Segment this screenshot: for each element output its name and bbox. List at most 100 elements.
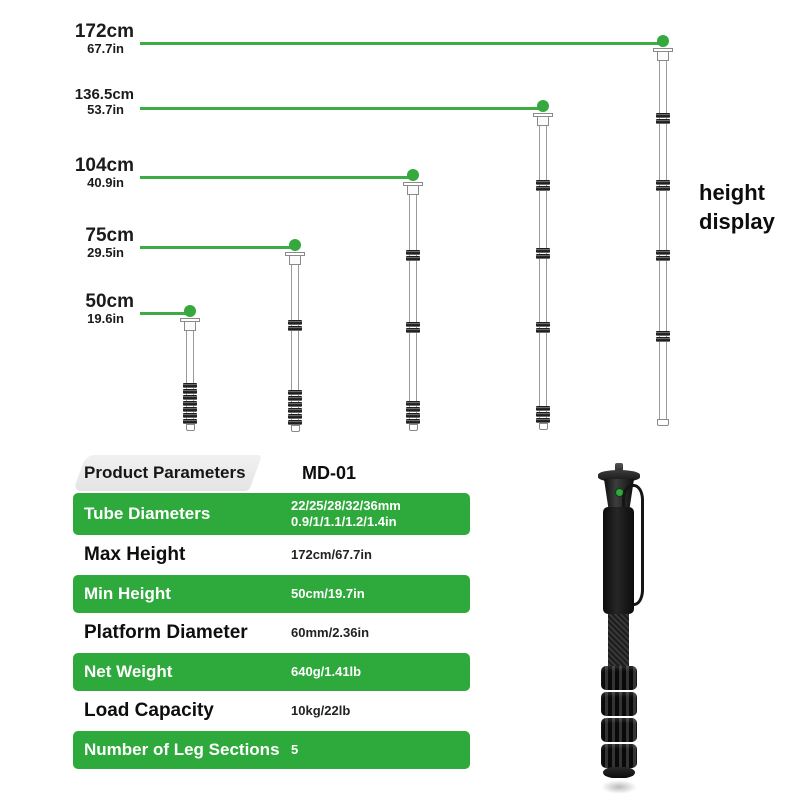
row-label: Load Capacity: [84, 700, 214, 721]
row-value: 5: [291, 742, 299, 757]
row-label: Max Height: [84, 544, 186, 565]
height-cm-label: 136.5cm: [74, 86, 134, 103]
twist-lock-ring: [536, 322, 550, 327]
height-line-dot: [657, 35, 669, 47]
twist-lock-ring: [288, 402, 302, 407]
twist-lock-ring: [406, 328, 420, 333]
monopod-foot: [657, 419, 669, 426]
height-inch-label: 67.7in: [87, 41, 124, 56]
row-label: Min Height: [84, 584, 171, 603]
twist-lock-ring: [183, 407, 197, 412]
height-line-dot: [184, 305, 196, 317]
row-value: 640g/1.41lb: [291, 664, 362, 679]
monopod-foot: [290, 425, 300, 432]
lock-knob: [601, 718, 637, 742]
height-guide-line: [140, 246, 295, 249]
twist-lock-ring: [406, 413, 420, 418]
height-inch-label: 53.7in: [87, 102, 124, 117]
monopod-neck: [657, 51, 669, 61]
twist-lock-ring: [656, 256, 670, 261]
carbon-tube: [608, 614, 629, 668]
row-label: Platform Diameter: [84, 622, 248, 643]
height-cm-label: 172cm: [74, 21, 134, 42]
lock-knob: [601, 692, 637, 716]
height-guide-line: [140, 107, 543, 110]
mount-screw: [615, 463, 623, 472]
twist-lock-ring: [288, 414, 302, 419]
twist-lock-ring: [536, 254, 550, 259]
monopod-tube: [409, 194, 417, 429]
twist-lock-ring: [183, 419, 197, 424]
twist-lock-ring: [406, 256, 420, 261]
twist-lock-ring: [288, 326, 302, 331]
twist-lock-ring: [406, 419, 420, 424]
floor-reflection: [601, 780, 637, 794]
row-value: 10kg/22lb: [291, 703, 351, 718]
table-row: Load Capacity 10kg/22lb: [73, 693, 470, 729]
monopod-foot: [185, 424, 195, 431]
height-guide-line: [140, 312, 190, 315]
twist-lock-ring: [536, 412, 550, 417]
height-line-dot: [289, 239, 301, 251]
height-guide-line: [140, 42, 663, 45]
twist-lock-ring: [406, 322, 420, 327]
twist-lock-ring: [183, 389, 197, 394]
twist-lock-ring: [536, 180, 550, 185]
height-inch-label: 29.5in: [87, 245, 124, 260]
row-value: 172cm/67.7in: [291, 547, 372, 562]
twist-lock-ring: [656, 331, 670, 336]
monopod-tube: [539, 125, 547, 428]
height-inch-label: 19.6in: [87, 311, 124, 326]
twist-lock-ring: [288, 408, 302, 413]
model-number: MD-01: [302, 462, 357, 483]
table-header-row: Product Parameters MD-01: [73, 455, 470, 491]
twist-lock-ring: [536, 406, 550, 411]
lock-knob: [601, 666, 637, 690]
table-title: Product Parameters: [84, 463, 246, 482]
twist-lock-ring: [536, 418, 550, 423]
table-row: Number of Leg Sections 5: [73, 731, 470, 769]
twist-lock-ring: [656, 186, 670, 191]
height-guide-line: [140, 176, 413, 179]
table-row: Tube Diameters 22/25/28/32/36mm 0.9/1/1.1…: [73, 493, 470, 535]
table-row: Max Height 172cm/67.7in: [73, 537, 470, 573]
row-label: Tube Diameters: [84, 504, 211, 523]
twist-lock-ring: [656, 250, 670, 255]
twist-lock-ring: [183, 395, 197, 400]
twist-lock-ring: [536, 328, 550, 333]
monopod-foot: [538, 423, 548, 430]
row-value: 60mm/2.36in: [291, 625, 370, 640]
twist-lock-ring: [406, 401, 420, 406]
twist-lock-ring: [656, 337, 670, 342]
twist-lock-ring: [656, 180, 670, 185]
twist-lock-ring: [288, 390, 302, 395]
height-line-dot: [537, 100, 549, 112]
twist-lock-ring: [536, 186, 550, 191]
twist-lock-ring: [183, 401, 197, 406]
product-parameters-table: Product Parameters MD-01 Tube Diameters 2…: [73, 455, 470, 771]
monopod-neck: [537, 116, 549, 126]
twist-lock-ring: [288, 320, 302, 325]
foam-grip: [603, 507, 634, 614]
table-row: Net Weight 640g/1.41lb: [73, 653, 470, 691]
height-cm-label: 104cm: [74, 155, 134, 176]
twist-lock-ring: [656, 119, 670, 124]
table-row: Platform Diameter 60mm/2.36in: [73, 615, 470, 651]
twist-lock-ring: [288, 420, 302, 425]
twist-lock-ring: [536, 248, 550, 253]
height-line-dot: [407, 169, 419, 181]
monopod-neck: [184, 321, 196, 331]
twist-lock-ring: [183, 383, 197, 388]
row-value: 22/25/28/32/36mm 0.9/1/1.1/1.2/1.4in: [291, 498, 401, 529]
monopod-neck: [407, 185, 419, 195]
row-label: Net Weight: [84, 662, 173, 681]
height-cm-label: 50cm: [85, 291, 134, 312]
product-photo: [560, 450, 720, 795]
twist-lock-ring: [406, 250, 420, 255]
row-label: Number of Leg Sections: [84, 740, 280, 759]
